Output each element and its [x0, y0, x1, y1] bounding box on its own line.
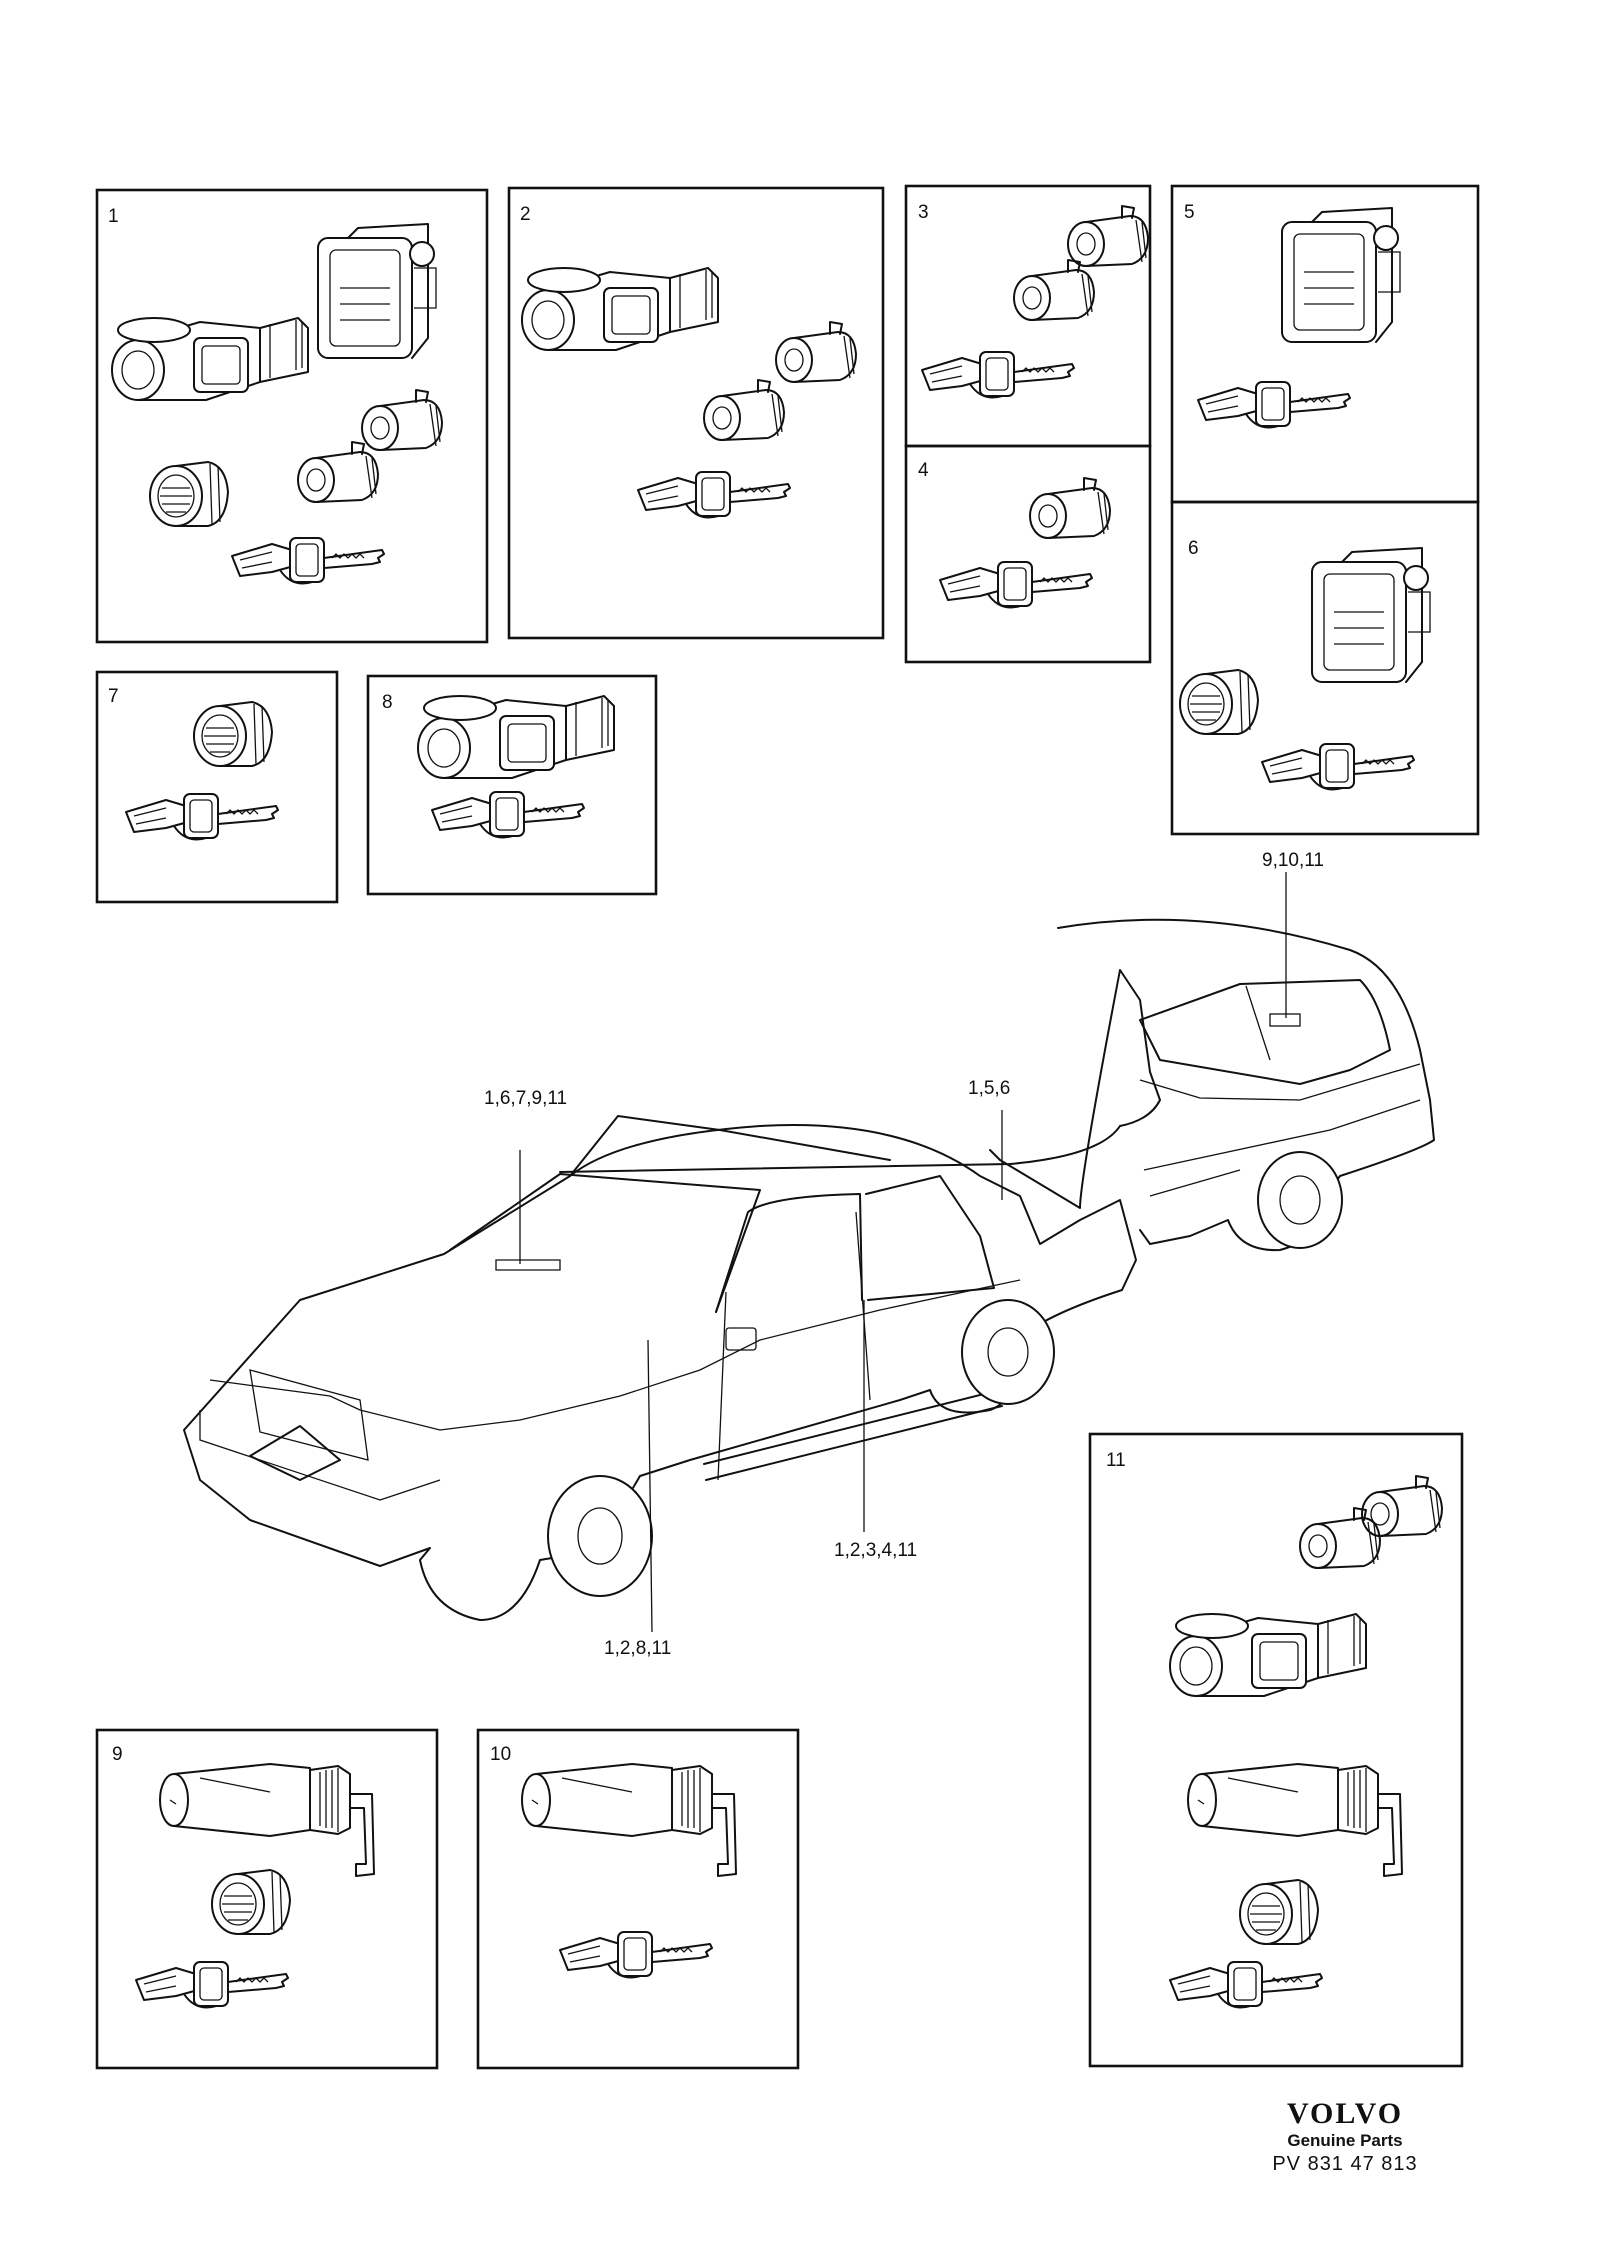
key-icon [1169, 1961, 1323, 2009]
instrument-panel-lock-icon [1281, 207, 1401, 343]
instrument-panel-lock-icon [317, 223, 437, 359]
key-icon [231, 537, 385, 585]
ignition-switch-icon [417, 695, 615, 779]
glovebox-lock-icon [1179, 669, 1259, 735]
key-icon [939, 561, 1093, 609]
key-icon [1197, 381, 1351, 429]
glovebox-lock-icon [193, 701, 273, 767]
panel-6: 6 [1170, 500, 1480, 836]
boot-lock-icon [703, 379, 785, 441]
panel-number: 4 [918, 460, 929, 481]
callout-tailgate: 9,10,11 [1262, 850, 1324, 871]
panel-1: 1 [95, 188, 489, 644]
ignition-switch-icon [1169, 1613, 1367, 1697]
key-icon [559, 1931, 713, 1979]
panel-number: 2 [520, 204, 531, 225]
callout-ignition: 1,2,8,11 [604, 1638, 671, 1659]
key-icon [1261, 743, 1415, 791]
boot-lock-icon [1067, 205, 1149, 267]
callout-boot: 1,5,6 [968, 1078, 1010, 1099]
glovebox-lock-icon [149, 461, 229, 527]
panel-4: 4 [904, 444, 1152, 664]
panel-number: 6 [1188, 538, 1199, 559]
panel-5: 5 [1170, 184, 1480, 504]
key-icon [135, 1961, 289, 2009]
key-icon [431, 791, 585, 839]
brand-block: VOLVO Genuine Parts PV 831 47 813 [1245, 2098, 1445, 2176]
panel-2: 2 [507, 186, 885, 640]
door-lock-cylinder-icon [1013, 259, 1095, 321]
glovebox-lock-icon [1239, 1879, 1319, 1945]
volvo-logo: VOLVO [1286, 2097, 1404, 2130]
panel-number: 7 [108, 686, 119, 707]
tailgate-lock-icon [521, 1763, 737, 1877]
brand-subtitle: Genuine Parts [1287, 2131, 1403, 2150]
panel-number: 9 [112, 1744, 123, 1765]
part-code: PV 831 47 813 [1272, 2153, 1418, 2175]
key-icon [637, 471, 791, 519]
instrument-panel-lock-icon [1311, 547, 1431, 683]
key-icon [125, 793, 279, 841]
panel-number: 11 [1106, 1450, 1126, 1471]
panel-number: 8 [382, 692, 393, 713]
panel-11: 11 [1088, 1432, 1464, 2068]
panel-number: 5 [1184, 202, 1195, 223]
panel-number: 1 [108, 206, 119, 227]
tailgate-lock-icon [159, 1763, 375, 1877]
panel-number: 3 [918, 202, 929, 223]
door-lock-cylinder-icon [1029, 477, 1111, 539]
panel-7: 7 [95, 670, 339, 904]
glovebox-lock-icon [211, 1869, 291, 1935]
tailgate-lock-icon [1187, 1763, 1403, 1877]
door-lock-cylinder-icon [775, 321, 857, 383]
panel-3: 3 [904, 184, 1152, 448]
panel-9: 9 [95, 1728, 439, 2070]
ignition-switch-icon [521, 267, 719, 351]
panel-number: 10 [490, 1744, 511, 1765]
ignition-switch-icon [111, 317, 309, 401]
panel-8: 8 [366, 674, 658, 896]
boot-lock-icon [361, 389, 443, 451]
door-lock-cylinder-icon [297, 441, 379, 503]
panel-10: 10 [476, 1728, 800, 2070]
callout-glovebox: 1,6,7,9,11 [484, 1088, 567, 1109]
key-icon [921, 351, 1075, 399]
estate-car-rear [1057, 872, 1435, 1252]
callout-door: 1,2,3,4,11 [834, 1540, 917, 1561]
saloon-car [183, 969, 1161, 1633]
